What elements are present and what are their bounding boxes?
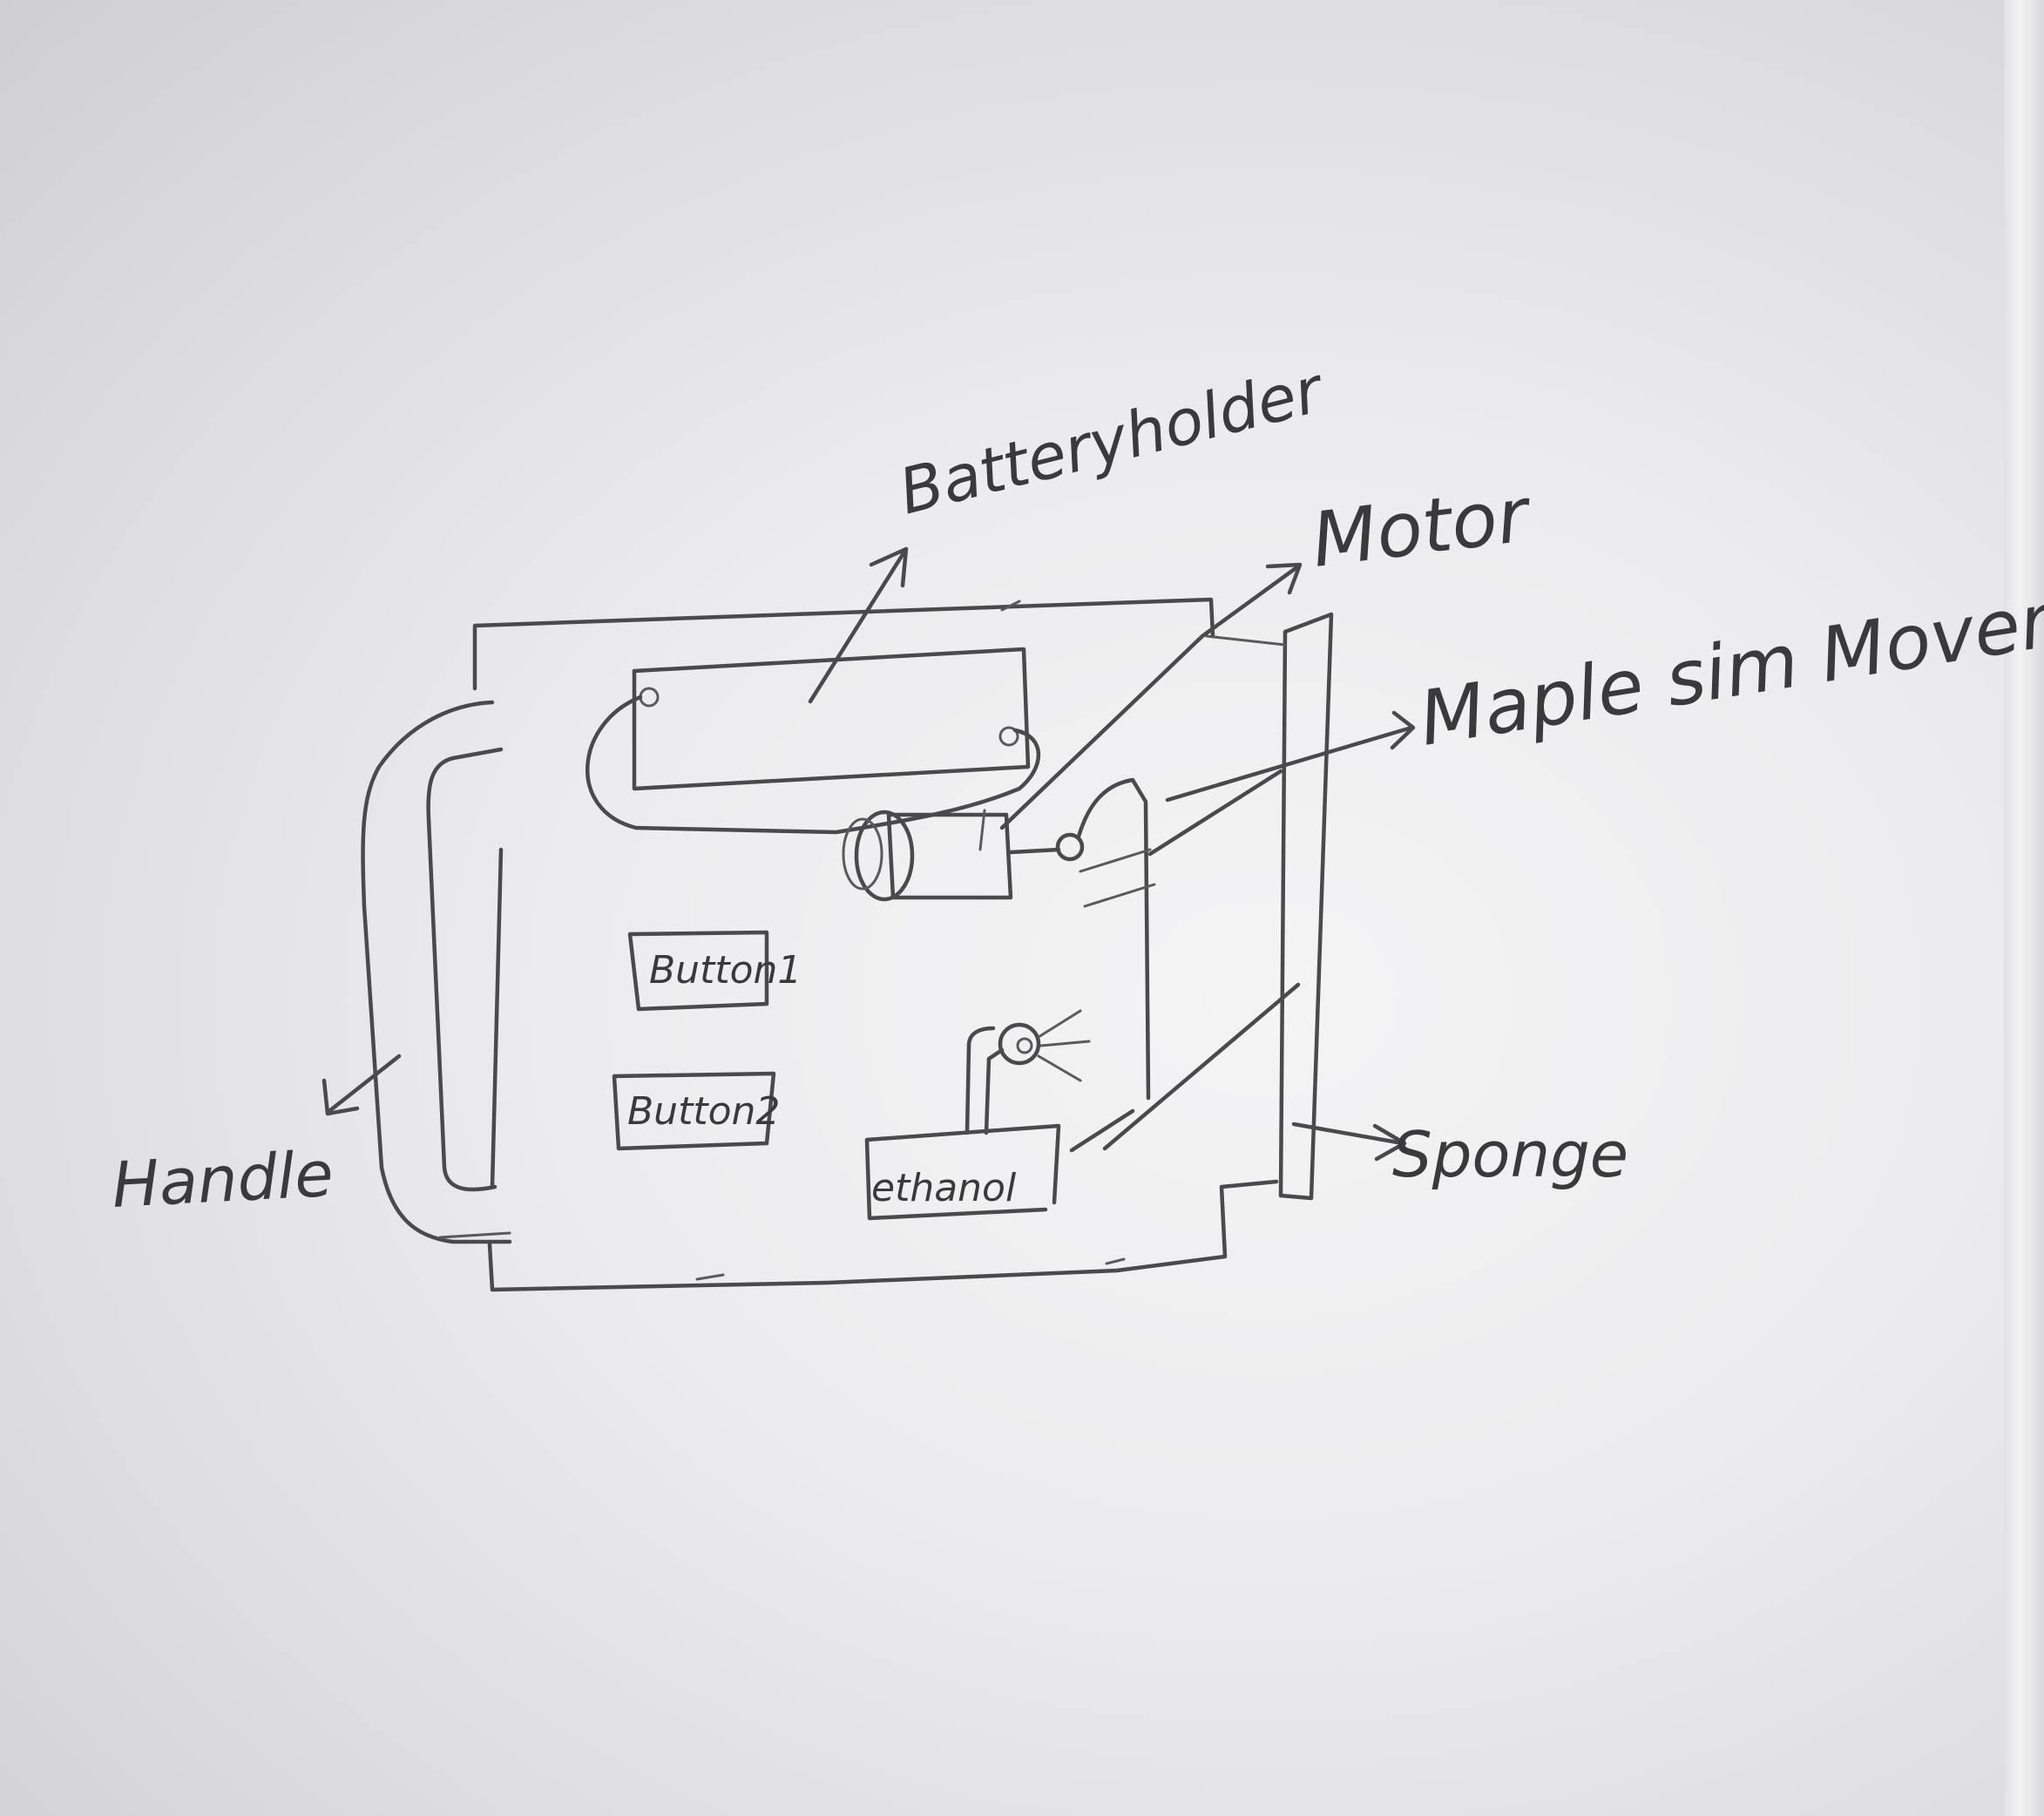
button2-box <box>612 1071 776 1151</box>
handle-label: Handle <box>110 1137 335 1222</box>
handle-arrow <box>321 1054 402 1116</box>
sponge-arrow <box>1291 1121 1407 1162</box>
button1-box <box>627 930 769 1012</box>
paper-edge <box>2004 0 2044 1816</box>
movement-arrow <box>1165 710 1416 803</box>
ethanol-sprayer-shape <box>864 1009 1091 1221</box>
battery-holder-shape <box>585 647 1041 835</box>
motor-shape <box>842 809 1085 902</box>
mechanism-shape <box>1069 769 1301 1153</box>
ethanol-label: ethanol <box>871 1166 1017 1210</box>
battery-holder-arrow <box>808 546 909 704</box>
sponge-shape <box>1205 612 1334 1201</box>
handle-shape <box>361 700 512 1244</box>
sponge-label: Sponge <box>1392 1118 1628 1191</box>
button1-label: Button1 <box>649 948 802 993</box>
motor-arrow <box>999 562 1303 830</box>
button2-label: Button2 <box>627 1089 780 1134</box>
movement-label: Maple sim Movement <box>1414 551 2044 762</box>
battery-holder-label: Batteryholder <box>892 352 1333 529</box>
device-body-outline <box>472 597 1279 1292</box>
motor-label: Motor <box>1307 471 1536 585</box>
